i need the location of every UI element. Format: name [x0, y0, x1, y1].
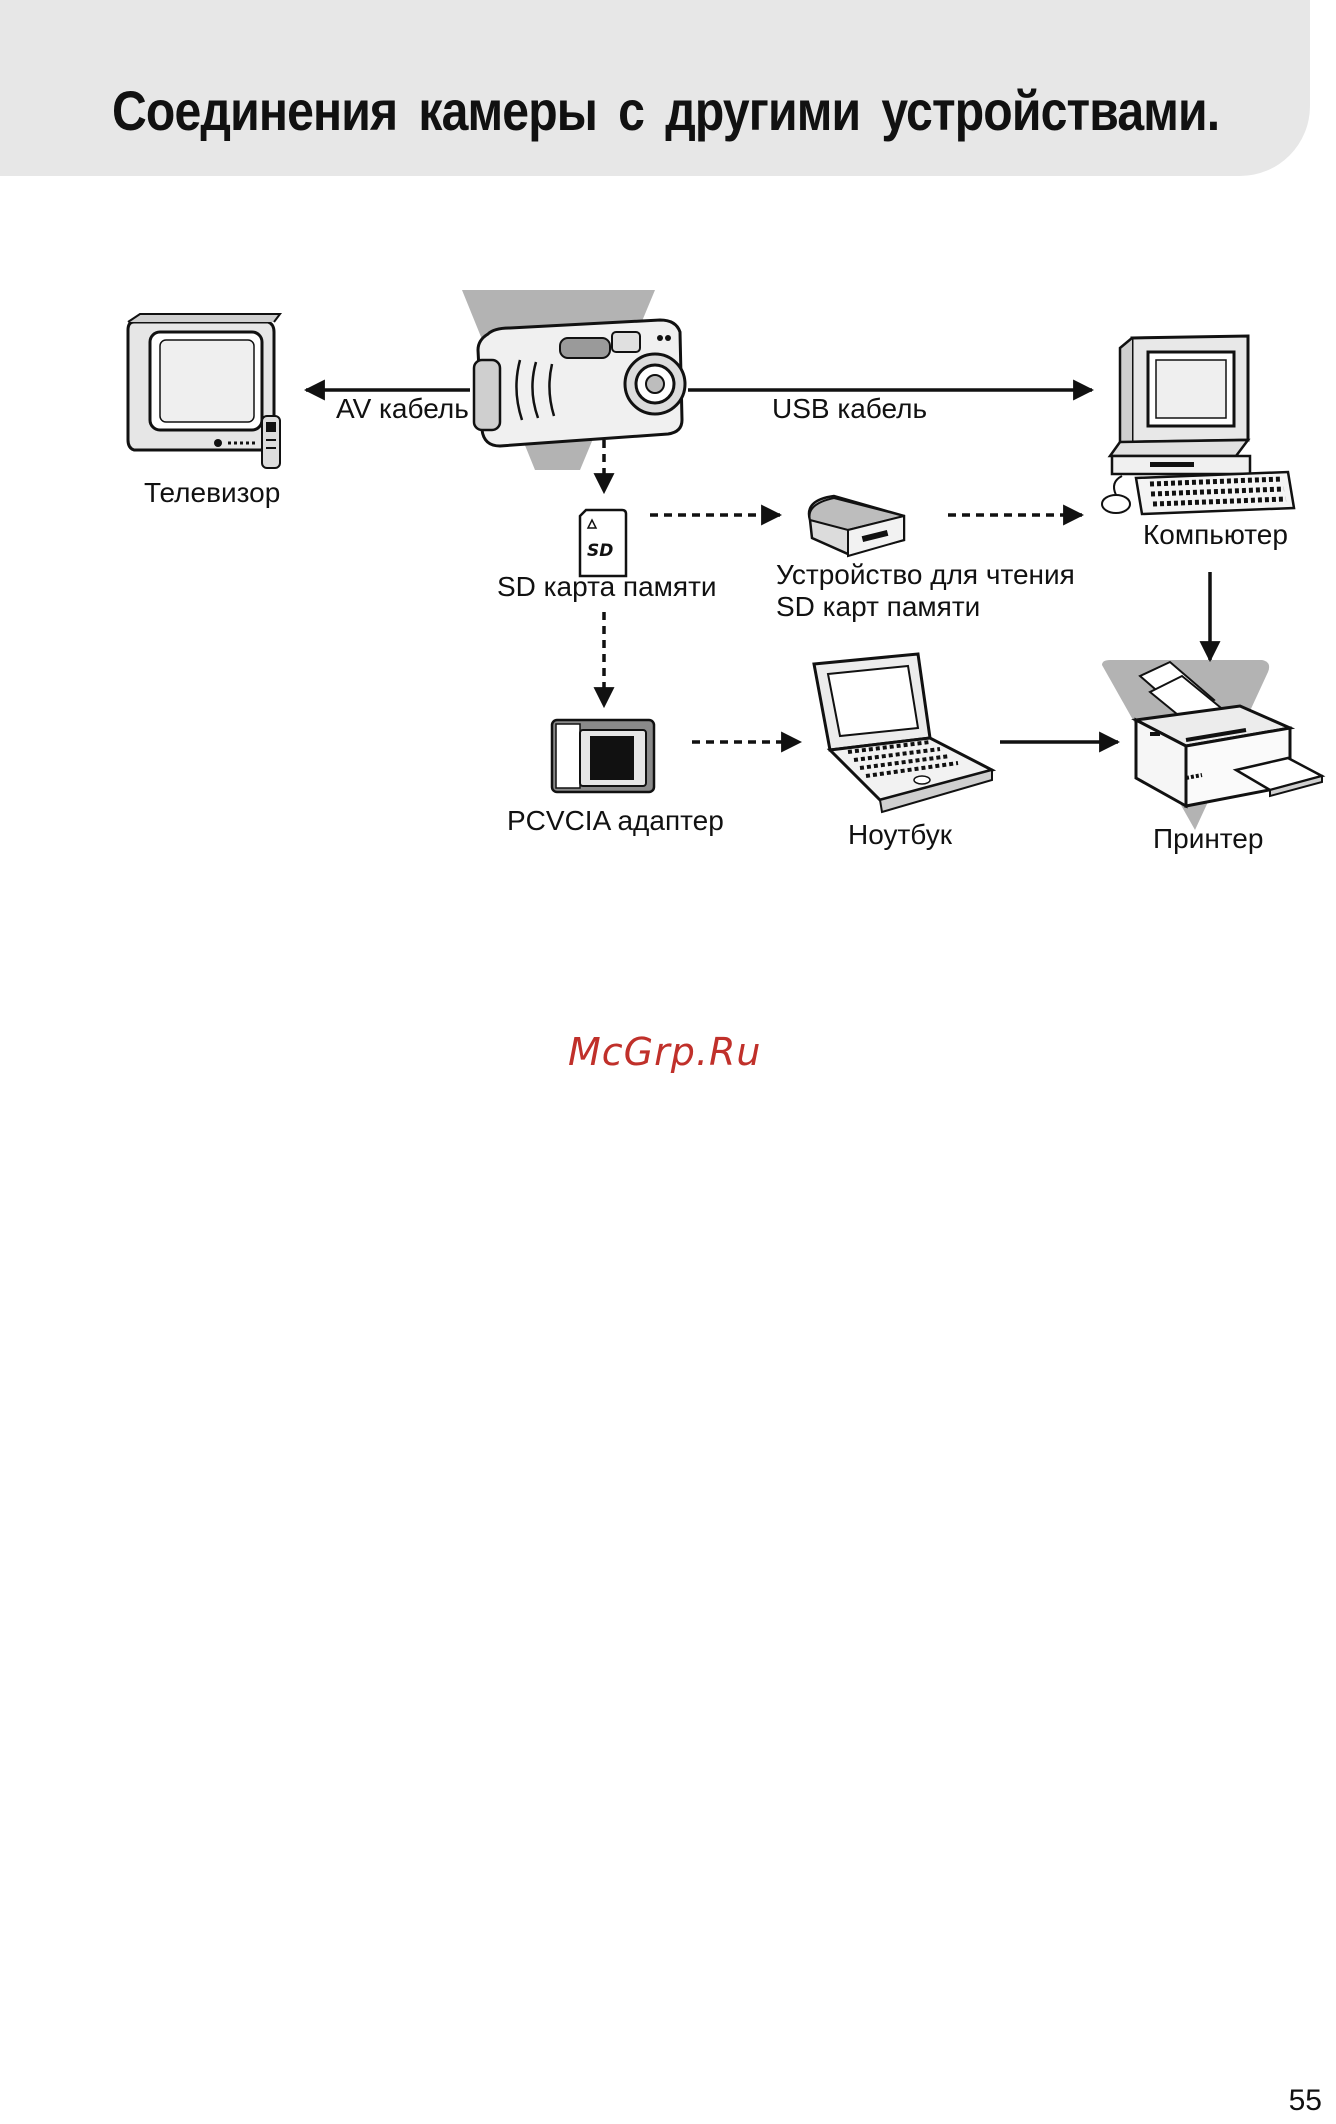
computer-label: Компьютер	[1143, 519, 1288, 550]
av-cable-label: AV кабель	[336, 393, 469, 424]
sd-reader-label-line1: Устройство для чтения	[776, 559, 1075, 590]
camera-icon	[474, 320, 685, 446]
tv-label: Телевизор	[144, 477, 280, 508]
computer-icon	[1102, 336, 1294, 514]
sd-reader-icon	[809, 496, 904, 556]
connection-diagram: SD	[0, 0, 1336, 900]
watermark: McGrp.Ru	[568, 1030, 761, 1074]
laptop-label: Ноутбук	[848, 819, 953, 850]
sd-card-icon: SD	[580, 510, 626, 576]
sd-card-label: SD карта памяти	[497, 571, 717, 602]
tv-icon	[128, 314, 280, 468]
svg-text:SD: SD	[587, 541, 613, 561]
laptop-icon	[814, 654, 992, 812]
usb-cable-label: USB кабель	[772, 393, 927, 424]
printer-label: Принтер	[1153, 823, 1263, 854]
pcmcia-adapter-icon	[552, 720, 654, 792]
pcmcia-label: PCVCIA адаптер	[507, 805, 724, 836]
page-number: 55	[1289, 2084, 1322, 2118]
sd-reader-label-line2: SD карт памяти	[776, 591, 980, 622]
